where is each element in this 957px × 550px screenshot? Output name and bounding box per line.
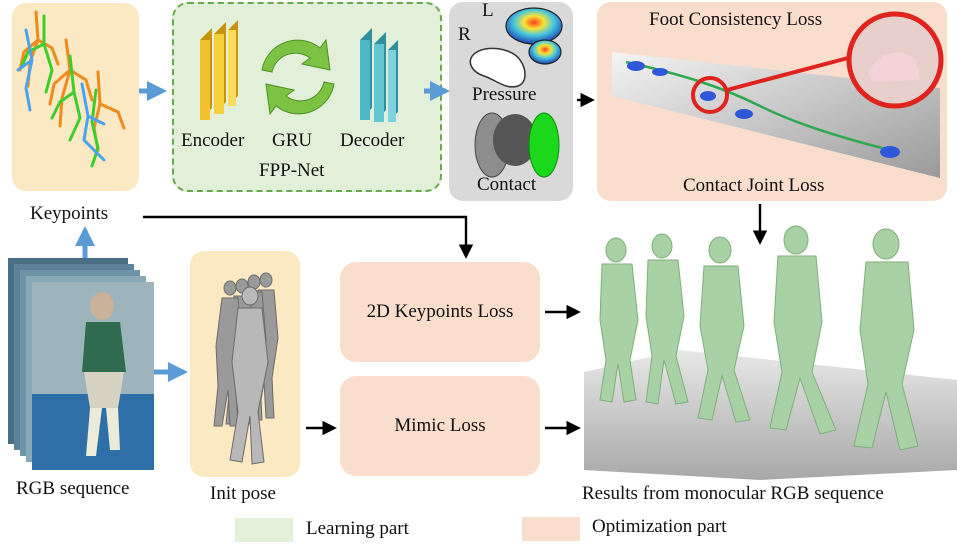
contact-visual: [474, 112, 560, 178]
foot-r-label: R: [458, 24, 471, 45]
legend-optimization-swatch: [522, 517, 580, 541]
contact-label: Contact: [477, 174, 537, 195]
init-pose-bodies: [213, 272, 279, 465]
gru-label: GRU: [272, 130, 313, 151]
mimic-loss-box: Mimic Loss: [340, 376, 540, 476]
foot-l-label: L: [482, 0, 494, 21]
results-scene: [584, 225, 957, 480]
keypoints-skeletons: [16, 10, 126, 168]
pressure-label: Pressure: [472, 84, 537, 105]
init-pose-label: Init pose: [210, 483, 276, 504]
keypoints-label: Keypoints: [30, 203, 109, 224]
decoder-label: Decoder: [340, 130, 405, 151]
encoder-blocks: [200, 20, 238, 120]
legend-learning-label: Learning part: [306, 518, 409, 539]
mimic-loss-label: Mimic Loss: [394, 415, 486, 436]
rgb-sequence-label: RGB sequence: [16, 478, 130, 499]
keypoints-loss-box: 2D Keypoints Loss: [340, 262, 540, 362]
decoder-blocks: [360, 28, 398, 122]
legend-learning-swatch: [235, 518, 293, 542]
results-label: Results from monocular RGB sequence: [582, 483, 884, 504]
foot-consistency-loss-label: Foot Consistency Loss: [649, 9, 823, 30]
gru-cycle-icon: [261, 38, 335, 116]
keypoints-loss-label: 2D Keypoints Loss: [366, 301, 514, 322]
legend-optimization-label: Optimization part: [592, 516, 727, 537]
foot-consistency-scene: [612, 11, 944, 178]
pressure-visual: [469, 7, 563, 88]
contact-joint-loss-label: Contact Joint Loss: [683, 175, 825, 196]
rgb-sequence-frames: [8, 258, 154, 470]
encoder-label: Encoder: [181, 130, 245, 151]
fpp-net-label: FPP-Net: [259, 160, 325, 181]
